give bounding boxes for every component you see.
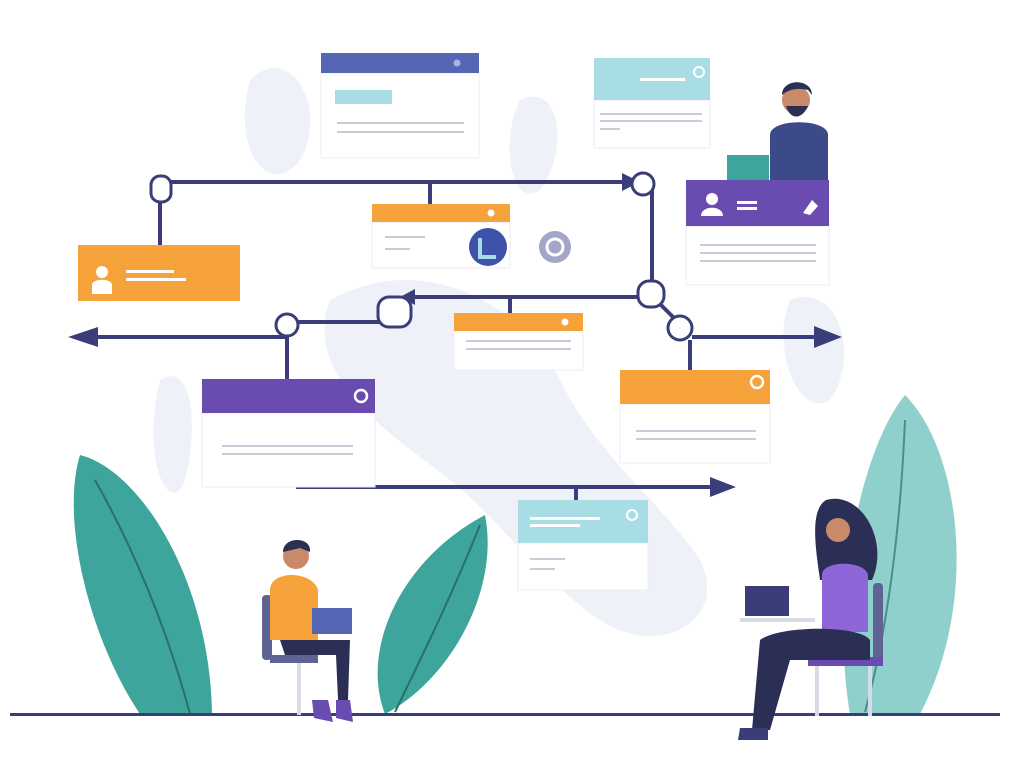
card-center-orange [371, 204, 571, 269]
ground-line [10, 713, 1000, 716]
arrow-heads [68, 173, 842, 497]
boy-with-laptop-sitting [262, 540, 353, 722]
plant-right [843, 395, 957, 714]
arrow-icon [68, 327, 98, 347]
card-left-purple [201, 379, 376, 488]
arrow-icon [710, 477, 736, 497]
plant-center [377, 515, 488, 714]
cursor-icon [803, 200, 818, 215]
arrow-icon [814, 326, 842, 348]
lightbulb-icon [353, 388, 369, 404]
target-icon [539, 231, 571, 263]
lightbulb-icon [749, 374, 765, 390]
card-middle-orange [453, 313, 584, 371]
lightbulb-icon [626, 509, 638, 521]
card-bottom-lightblue [517, 500, 649, 591]
card-right-purple [685, 180, 830, 286]
card-top-right-lightblue [593, 58, 711, 149]
plant-left [73, 455, 212, 715]
man-with-laptop-top-right [727, 82, 828, 180]
user-icon [92, 266, 112, 294]
card-top-blue [320, 53, 480, 159]
woman-with-laptop-sitting [738, 498, 883, 740]
cursor-icon [469, 228, 507, 266]
connector-nodes [149, 171, 694, 342]
card-left-orange [78, 245, 240, 301]
user-icon [701, 193, 723, 216]
card-right-orange [619, 370, 771, 464]
arrow-icon [400, 289, 415, 305]
lightbulb-icon [693, 66, 705, 78]
